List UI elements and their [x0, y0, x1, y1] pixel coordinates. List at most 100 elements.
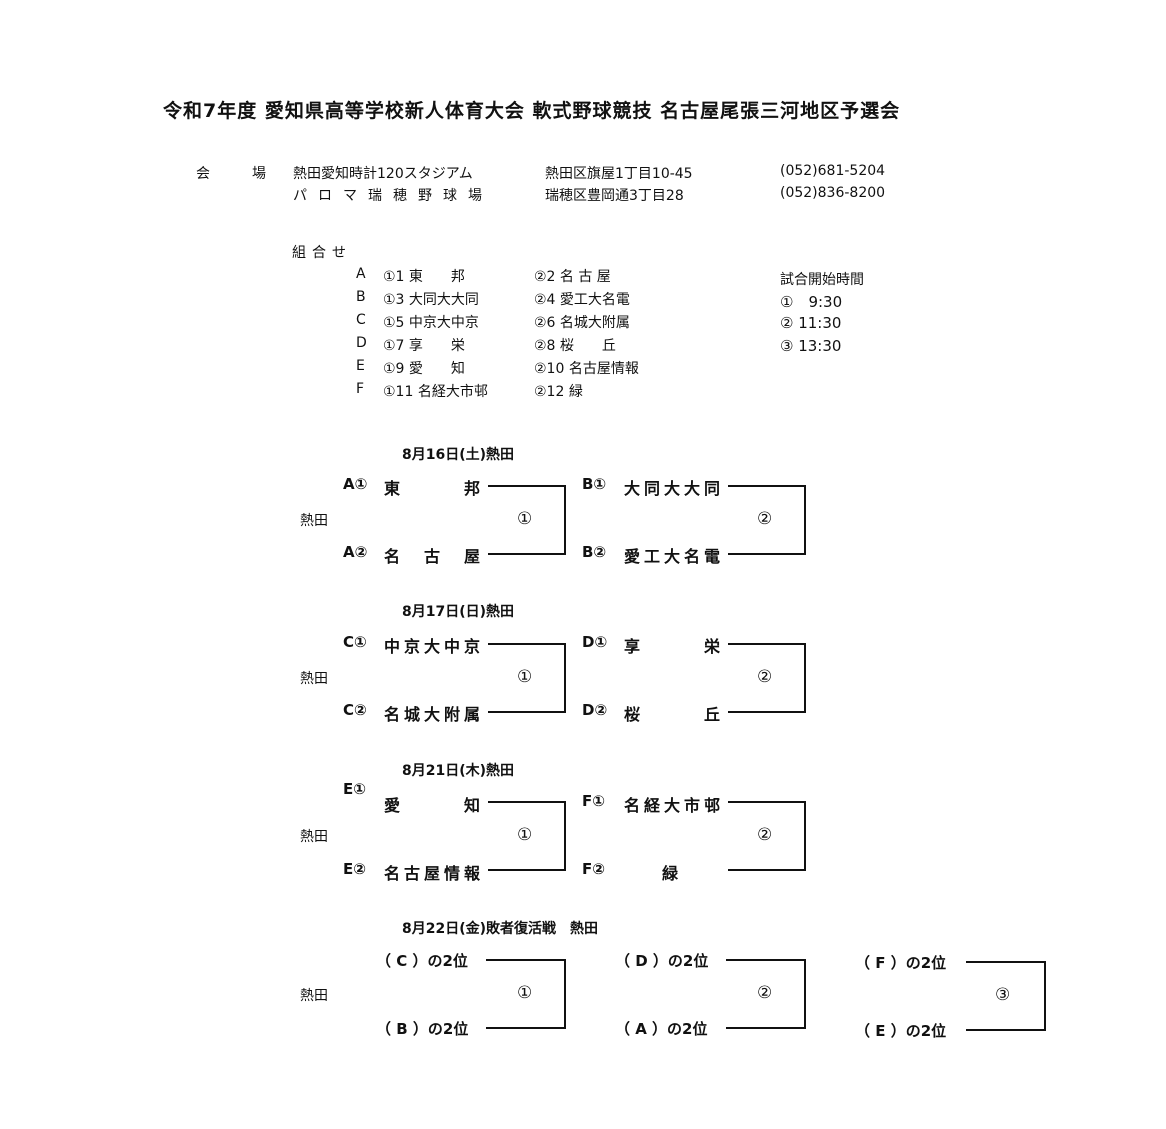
bracket-bottom-label: E②: [343, 860, 366, 878]
repechage-top-slot: （ C ）の2位: [376, 952, 468, 970]
pairing-group: A: [356, 266, 366, 282]
bracket-top-team: 東 邦: [384, 479, 480, 498]
bracket-line: [966, 961, 1046, 963]
bracket-line: [804, 485, 806, 555]
bracket-line: [804, 801, 806, 871]
pairing-group: B: [356, 289, 366, 305]
pairing-second: ②4 愛工大名電: [534, 292, 630, 308]
repechage-venue: 熱田: [300, 988, 328, 1004]
bracket-line: [966, 1029, 1046, 1031]
start-times-label: 試合開始時間: [780, 272, 864, 288]
game-number: ①: [517, 509, 533, 529]
bracket-bottom-team: 緑: [662, 864, 679, 883]
day-venue: 熱田: [300, 513, 328, 529]
bracket-bottom-team: 愛工大名電: [624, 547, 720, 566]
venue-address-1: 熱田区旗屋1丁目10-45: [545, 166, 693, 182]
day-date: 8月17日(日)熱田: [402, 604, 515, 620]
repechage-bottom-slot: （ A ）の2位: [615, 1020, 708, 1038]
bracket-line: [488, 553, 566, 555]
pairings-label: 組合せ: [292, 245, 352, 261]
game-number: ②: [757, 509, 773, 529]
start-time-2: ② 11:30: [780, 314, 842, 332]
bracket-line: [1044, 961, 1046, 1031]
bracket-line: [804, 643, 806, 713]
pairing-first: ①9 愛 知: [383, 361, 465, 377]
bracket-top-label: F①: [582, 792, 605, 810]
game-number: ②: [757, 825, 773, 845]
bracket-bottom-team: 桜 丘: [624, 705, 720, 724]
repechage-bottom-slot: （ B ）の2位: [376, 1020, 469, 1038]
bracket-line: [564, 801, 566, 871]
pairing-group: C: [356, 312, 366, 328]
page-title: 令和7年度 愛知県高等学校新人体育大会 軟式野球競技 名古屋尾張三河地区予選会: [163, 100, 901, 122]
venue-phone-2: (052)836-8200: [780, 185, 886, 201]
bracket-line: [486, 1027, 566, 1029]
bracket-bottom-team: 名 古 屋: [384, 547, 480, 566]
bracket-line: [728, 711, 806, 713]
bracket-line: [488, 801, 566, 803]
bracket-line: [728, 643, 806, 645]
bracket-bottom-team: 名城大附属: [384, 705, 480, 724]
venue-label: 会 場: [196, 166, 280, 182]
game-number: ③: [995, 985, 1011, 1005]
game-number: ②: [757, 667, 773, 687]
bracket-line: [726, 1027, 806, 1029]
venue-address-2: 瑞穂区豊岡通3丁目28: [545, 188, 684, 204]
bracket-top-label: A①: [343, 475, 368, 493]
pairing-first: ①7 享 栄: [383, 338, 465, 354]
bracket-bottom-team: 名古屋情報: [384, 864, 480, 883]
pairing-first: ①3 大同大大同: [383, 292, 479, 308]
start-time-3: ③ 13:30: [780, 337, 842, 355]
bracket-line: [728, 553, 806, 555]
bracket-line: [486, 959, 566, 961]
bracket-top-label: C①: [343, 633, 367, 651]
bracket-line: [726, 959, 806, 961]
repechage-top-slot: （ D ）の2位: [615, 952, 709, 970]
pairing-first: ①11 名経大市邨: [383, 384, 488, 400]
pairing-group: D: [356, 335, 367, 351]
venue-phone-1: (052)681-5204: [780, 163, 886, 179]
bracket-top-team: 大同大大同: [624, 479, 720, 498]
game-number: ①: [517, 667, 533, 687]
bracket-line: [728, 801, 806, 803]
bracket-top-team: 中京大中京: [384, 637, 480, 656]
bracket-top-label: E①: [343, 780, 366, 798]
bracket-line: [488, 643, 566, 645]
day-venue: 熱田: [300, 671, 328, 687]
venue-name-2: パロマ瑞穂野球場: [293, 188, 493, 204]
pairing-second: ②6 名城大附属: [534, 315, 630, 331]
bracket-top-label: D①: [582, 633, 608, 651]
repechage-top-slot: （ F ）の2位: [855, 954, 947, 972]
game-number: ①: [517, 825, 533, 845]
bracket-bottom-label: D②: [582, 701, 608, 719]
bracket-line: [728, 485, 806, 487]
venue-name-1: 熱田愛知時計120スタジアム: [293, 166, 473, 182]
pairing-second: ②12 緑: [534, 384, 583, 400]
bracket-line: [564, 485, 566, 555]
bracket-line: [488, 485, 566, 487]
pairing-second: ②10 名古屋情報: [534, 361, 639, 377]
bracket-top-team: 愛 知: [384, 796, 480, 815]
bracket-bottom-label: A②: [343, 543, 368, 561]
bracket-top-label: B①: [582, 475, 607, 493]
repechage-date: 8月22日(金)敗者復活戦 熱田: [402, 921, 599, 937]
pairing-group: F: [356, 381, 365, 397]
game-number: ①: [517, 983, 533, 1003]
bracket-line: [488, 711, 566, 713]
game-number: ②: [757, 983, 773, 1003]
repechage-bottom-slot: （ E ）の2位: [855, 1022, 947, 1040]
bracket-line: [488, 869, 566, 871]
pairing-second: ②8 桜 丘: [534, 338, 616, 354]
pairing-group: E: [356, 358, 365, 374]
day-date: 8月21日(木)熱田: [402, 763, 515, 779]
bracket-line: [804, 959, 806, 1029]
bracket-line: [728, 869, 806, 871]
bracket-bottom-label: C②: [343, 701, 367, 719]
bracket-bottom-label: B②: [582, 543, 607, 561]
day-date: 8月16日(土)熱田: [402, 447, 515, 463]
bracket-line: [564, 643, 566, 713]
bracket-top-team: 名経大市邨: [624, 796, 720, 815]
pairing-first: ①5 中京大中京: [383, 315, 479, 331]
start-time-1: ① 9:30: [780, 293, 843, 311]
bracket-bottom-label: F②: [582, 860, 605, 878]
